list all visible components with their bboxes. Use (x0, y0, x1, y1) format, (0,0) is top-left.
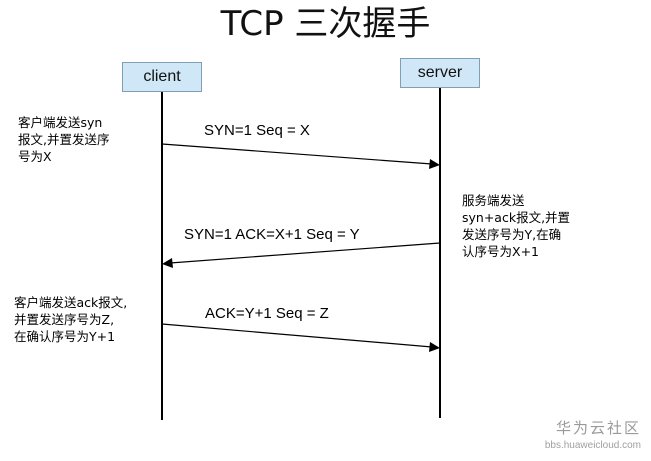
arrowhead-2 (162, 258, 173, 268)
message-label-1: SYN=1 Seq = X (204, 122, 310, 139)
note-step-1-line-3: 号为X (18, 149, 52, 164)
note-step-2-line-4: 认序号为X+1 (462, 244, 539, 259)
arrowhead-1 (429, 159, 440, 169)
message-label-3: ACK=Y+1 Seq = Z (205, 305, 329, 322)
note-step-1: 客户端发送syn 报文,并置发送序 号为X (18, 114, 109, 165)
message-label-2: SYN=1 ACK=X+1 Seq = Y (184, 226, 360, 243)
message-arrow-2 (169, 242, 441, 264)
client-box: client (122, 62, 202, 92)
watermark-site: bbs.huaweicloud.com (544, 440, 641, 451)
note-step-2: 服务端发送 syn+ack报文,并置 发送序号为Y,在确 认序号为X+1 (462, 192, 570, 260)
note-step-3-line-1: 客户端发送ack报文, (14, 295, 128, 310)
note-step-2-line-2: syn+ack报文,并置 (462, 210, 571, 225)
note-step-3-line-3: 在确认序号为Y+1 (14, 329, 116, 344)
note-step-1-line-1: 客户端发送syn (18, 115, 103, 130)
note-step-3-line-2: 并置发送序号为Z, (14, 312, 115, 327)
server-box: server (400, 58, 480, 88)
message-arrow-1 (161, 143, 433, 165)
note-step-3: 客户端发送ack报文, 并置发送序号为Z, 在确认序号为Y+1 (14, 294, 127, 345)
client-label: client (143, 68, 181, 85)
arrowhead-3 (429, 342, 440, 352)
note-step-1-line-2: 报文,并置发送序 (18, 132, 110, 147)
watermark-brand: 华为云社区 (555, 419, 641, 437)
note-step-2-line-3: 发送序号为Y,在确 (462, 227, 562, 242)
message-arrow-3 (161, 323, 433, 348)
server-label: server (417, 64, 463, 81)
note-step-2-line-1: 服务端发送 (462, 193, 525, 208)
diagram-title: TCP 三次握手 (220, 4, 431, 44)
